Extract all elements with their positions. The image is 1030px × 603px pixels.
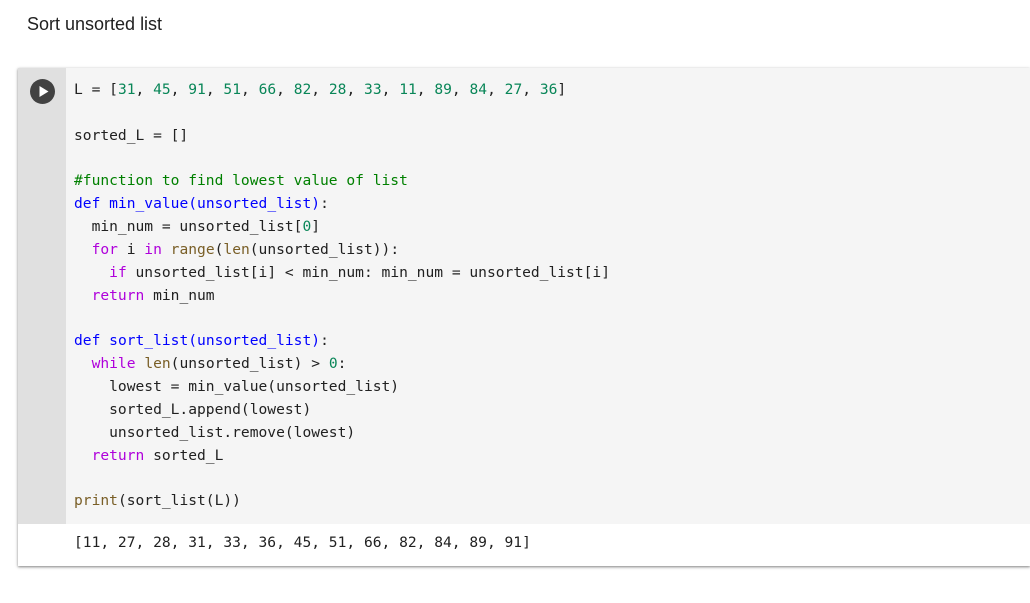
code-line: def sort_list(unsorted_list): xyxy=(74,332,329,350)
code-line: ​ xyxy=(74,467,610,490)
text-cell-title: Sort unsorted list xyxy=(27,14,163,34)
cell-gutter xyxy=(18,68,66,524)
code-line: return min_num xyxy=(91,286,215,304)
code-line: ​ xyxy=(74,102,610,125)
code-line: L = [31, 45, 91, 51, 66, 82, 28, 33, 11,… xyxy=(74,81,567,98)
code-line: min_num = unsorted_list[0] xyxy=(74,218,321,236)
output-area: [11, 27, 28, 31, 33, 36, 45, 51, 66, 82,… xyxy=(66,524,1030,566)
code-cell[interactable]: L = [31, 45, 91, 51, 66, 82, 28, 33, 11,… xyxy=(18,68,1030,566)
code-line: for i in range(len(unsorted_list)): xyxy=(91,240,400,258)
play-icon xyxy=(39,86,49,97)
code-line: if unsorted_list[i] < min_num: min_num =… xyxy=(109,263,610,281)
code-editor[interactable]: L = [31, 45, 91, 51, 66, 82, 28, 33, 11,… xyxy=(66,68,1030,524)
output-text: [11, 27, 28, 31, 33, 36, 45, 51, 66, 82,… xyxy=(74,534,531,551)
code-line: lowest = min_value(unsorted_list) xyxy=(74,377,400,395)
code-line: ​ xyxy=(74,148,610,171)
code-line: def min_value(unsorted_list): xyxy=(74,195,329,213)
run-cell-button[interactable] xyxy=(30,79,55,104)
code-line: sorted_L = [] xyxy=(74,126,189,144)
code-line: return sorted_L xyxy=(91,446,224,464)
code-line: #function to find lowest value of list xyxy=(74,172,408,190)
code-line: print(sort_list(L)) xyxy=(74,492,241,510)
code-block[interactable]: L = [31, 45, 91, 51, 66, 82, 28, 33, 11,… xyxy=(74,79,610,513)
code-line: sorted_L.append(lowest) xyxy=(74,400,312,418)
code-line: ​ xyxy=(74,307,610,330)
code-line: unsorted_list.remove(lowest) xyxy=(74,423,356,441)
code-line: while len(unsorted_list) > 0: xyxy=(91,355,347,373)
